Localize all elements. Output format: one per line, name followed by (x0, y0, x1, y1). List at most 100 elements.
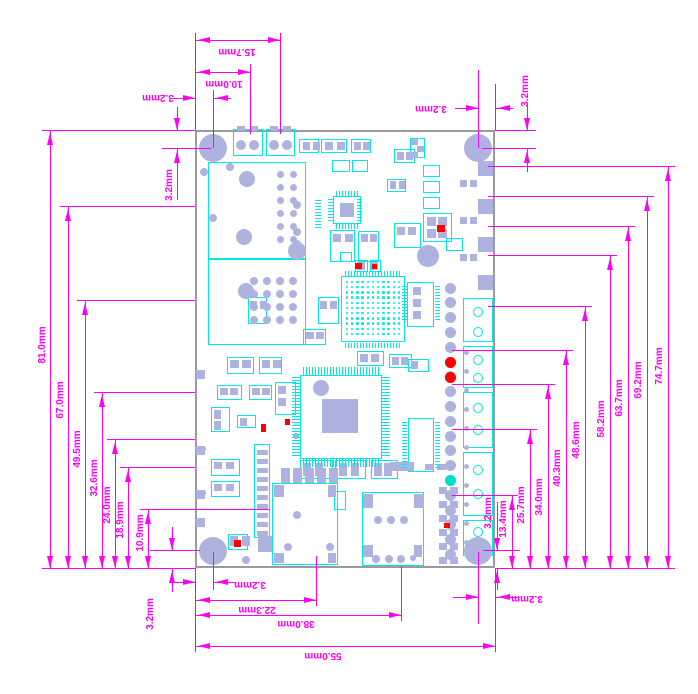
dimension-label: 40.3mm (552, 449, 563, 487)
component-pad (274, 485, 284, 497)
dot-pad (263, 303, 271, 311)
dot-pad (350, 280, 354, 284)
component-pad (257, 459, 268, 464)
component-pad (328, 485, 336, 497)
dot-pad (444, 504, 456, 516)
component-pad (390, 181, 396, 189)
pin-comb (328, 199, 333, 221)
component-outline (408, 359, 429, 372)
dot-pad (397, 280, 401, 284)
dot-pad (276, 209, 284, 217)
component-pad (363, 545, 373, 557)
dot-pad (444, 445, 456, 457)
component-outline (423, 165, 440, 177)
dimension-arrowhead (213, 94, 228, 101)
dimension-line (488, 166, 675, 167)
dimension-line (213, 552, 214, 590)
dot-pad (361, 332, 364, 336)
component-pad (281, 468, 290, 483)
dot-pad (387, 285, 390, 289)
dot-pad (392, 285, 396, 289)
component-pad (283, 126, 291, 131)
dimension-arrowhead (183, 94, 198, 101)
dot-pad (444, 534, 456, 546)
dimension-arrowhead (195, 68, 210, 75)
dot-pad (382, 311, 385, 315)
dot-pad (356, 296, 359, 299)
dot-pad (371, 280, 375, 284)
dimension-label: 3.2mm (483, 497, 494, 529)
component-pad (408, 227, 416, 235)
component-outline (463, 298, 493, 342)
component-pad (303, 142, 310, 150)
dot-pad (345, 317, 349, 320)
dot-pad (350, 296, 354, 299)
connector-hole (473, 489, 483, 499)
dot-pad (397, 285, 401, 289)
dot-pad (371, 317, 375, 320)
dimension-line (452, 350, 573, 351)
dimension-arrowhead (195, 596, 210, 603)
dimension-arrowhead (389, 611, 404, 618)
component-pad (427, 217, 436, 226)
pad-circle (200, 490, 206, 496)
dot-pad (350, 322, 354, 325)
dot-pad (289, 316, 297, 324)
dot-pad (397, 317, 401, 320)
dimension-label: 18.9mm (115, 501, 126, 539)
dot-pad (376, 317, 380, 320)
dot-pad (444, 312, 456, 324)
component-pad (397, 227, 405, 235)
pad-circle (239, 171, 255, 187)
dimension-arrowhead (195, 36, 210, 43)
alert-pad (355, 263, 362, 269)
dot-pad (345, 332, 349, 336)
component-pad (196, 518, 205, 527)
dot-pad (276, 170, 284, 178)
dot-pad (366, 306, 370, 310)
dimension-line (85, 300, 86, 568)
dimension-arrowhead (624, 556, 631, 571)
component-pad (240, 418, 247, 426)
dimension-line (668, 166, 669, 568)
component-pad (329, 468, 338, 483)
dot-pad (350, 332, 354, 336)
component-pad (196, 370, 205, 379)
dimension-line (566, 350, 567, 568)
component-outline (208, 162, 306, 259)
dot-pad (350, 306, 354, 310)
dimension-line (495, 568, 496, 652)
connector-hole (473, 373, 483, 383)
component-pad (406, 152, 413, 160)
dot-pad (276, 183, 284, 191)
dot-pad (250, 277, 258, 285)
component-pad (340, 203, 354, 217)
dot-pad (376, 280, 380, 284)
dot-pad (289, 235, 297, 243)
dot-pad (463, 425, 469, 431)
dot-pad (356, 301, 359, 305)
dot-pad (376, 285, 380, 289)
component-pad (339, 463, 347, 476)
dimension-label: 13.4mm (498, 500, 509, 538)
dimension-line (647, 196, 648, 568)
dot-pad (382, 317, 385, 320)
pad-circle (463, 133, 492, 162)
dot-pad (376, 306, 380, 310)
dimension-line (488, 196, 654, 197)
pin-comb (435, 422, 440, 468)
component-pad (450, 515, 458, 522)
pad-circle (387, 516, 395, 524)
dimension-arrowhead (173, 118, 180, 133)
dot-pad (387, 322, 390, 325)
dimension-label: 3.2mm (511, 593, 543, 604)
dot-pad (387, 317, 390, 320)
dimension-arrowhead (64, 556, 71, 571)
dot-pad (397, 291, 401, 294)
dot-pad (361, 317, 364, 320)
alert-pad (437, 225, 445, 232)
dot-pad (250, 290, 258, 298)
dot-pad (371, 296, 375, 299)
dimension-line (512, 495, 513, 568)
